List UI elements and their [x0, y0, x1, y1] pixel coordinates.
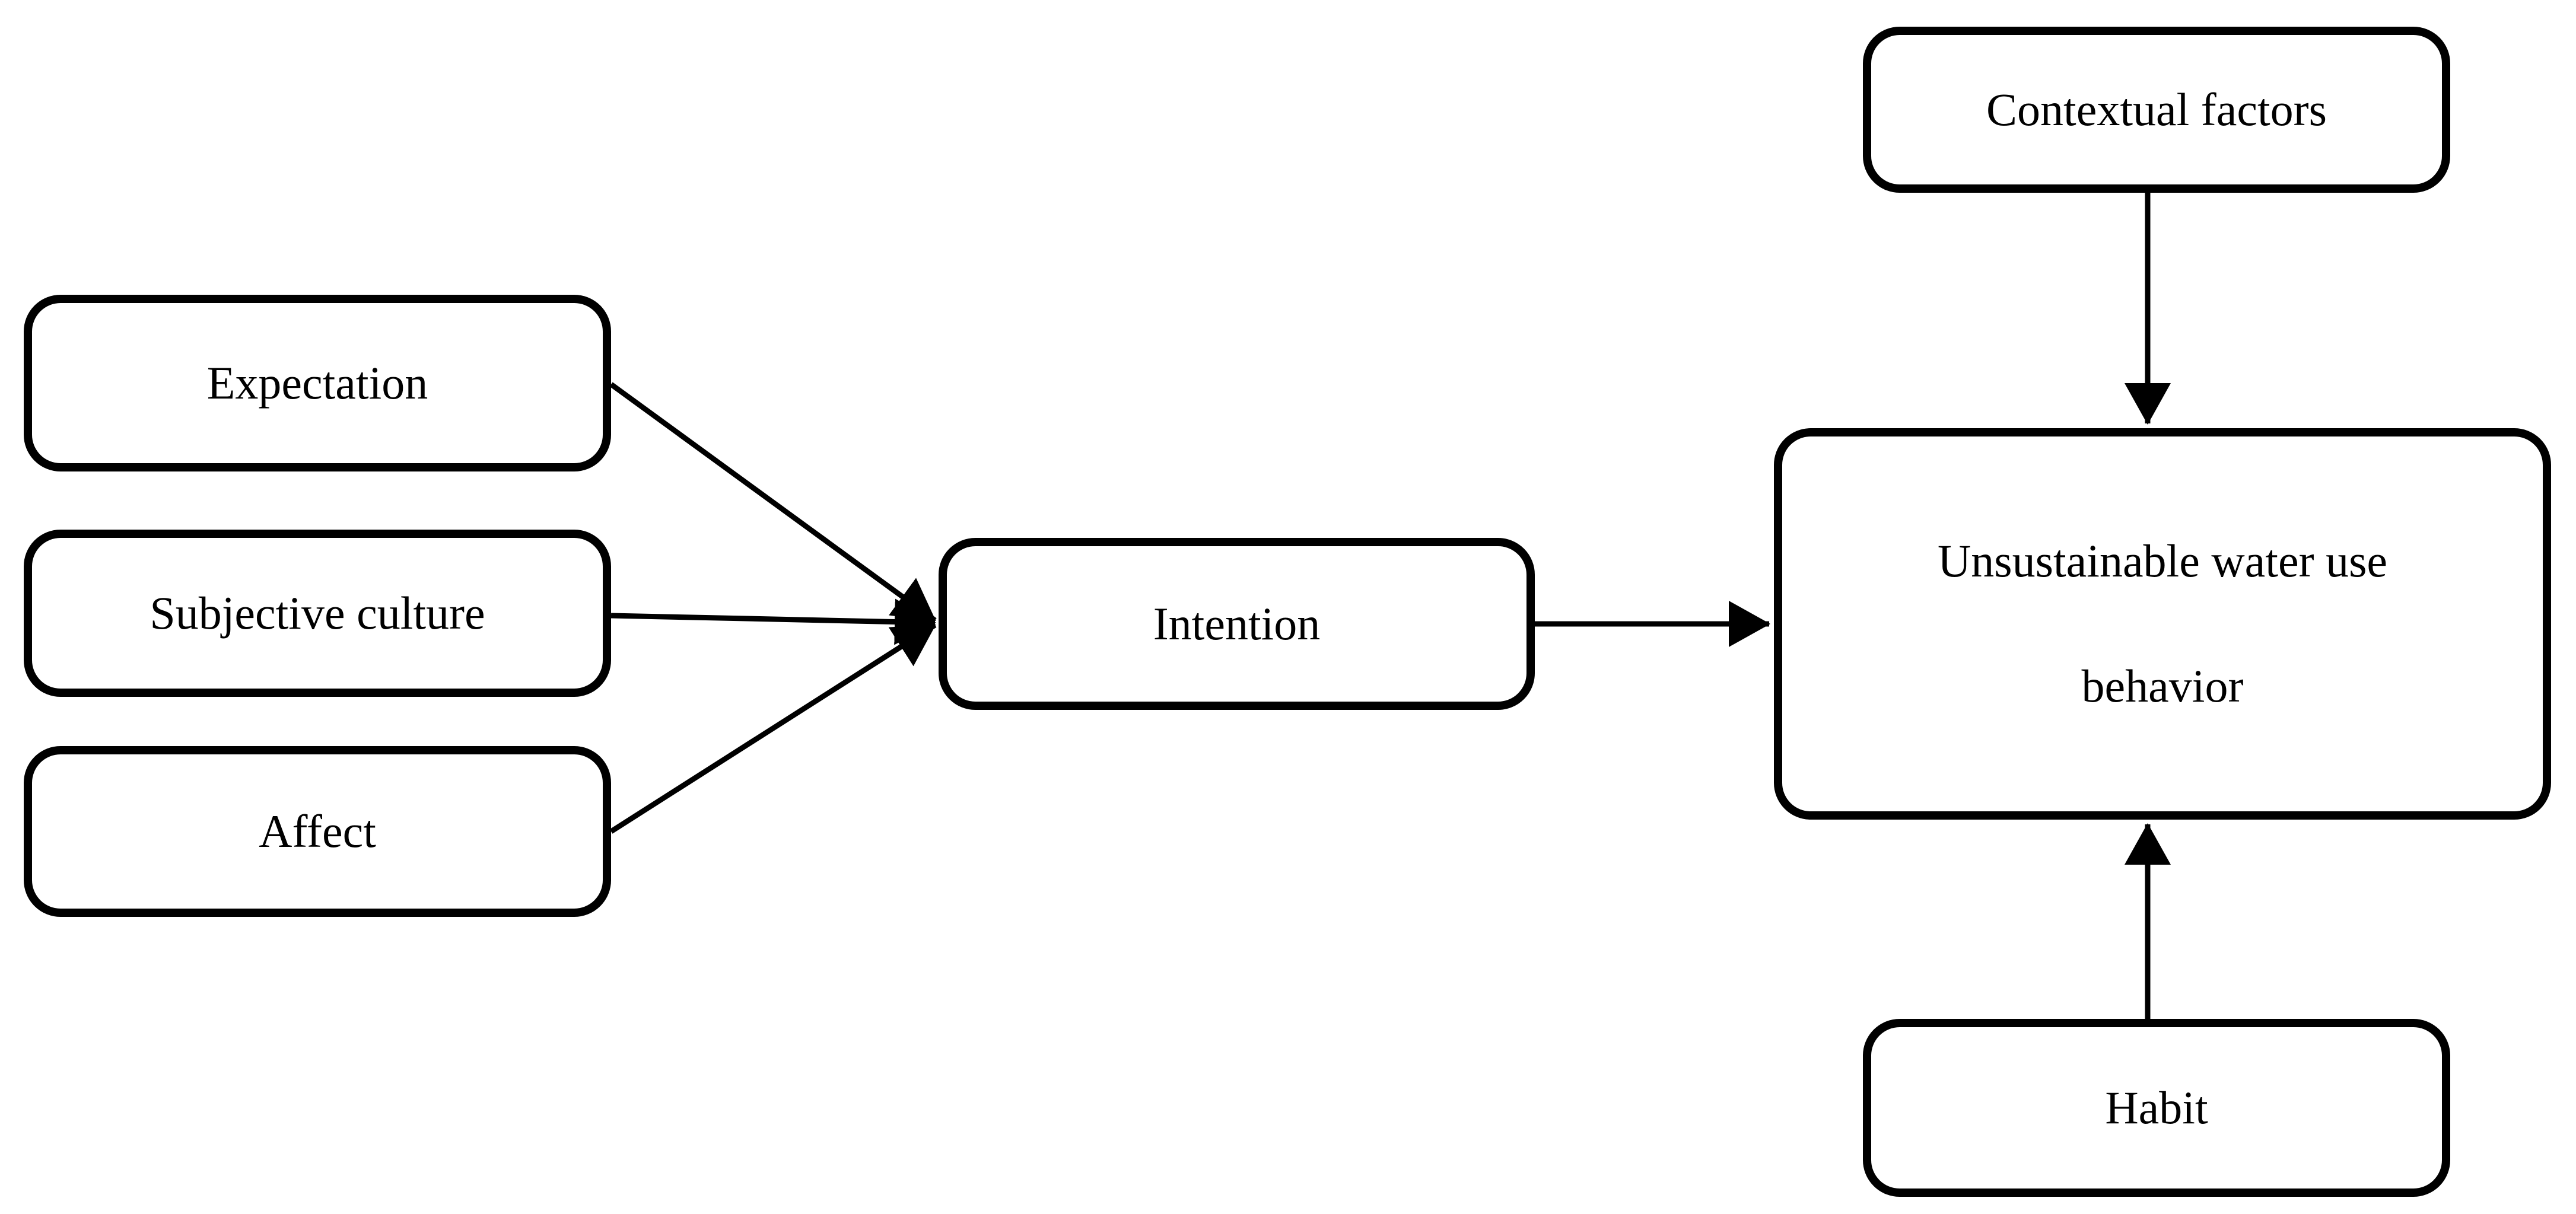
arrow-subjective-culture-to-intention	[610, 598, 936, 645]
arrow-affect-to-intention	[609, 623, 937, 834]
arrow-expectation-to-intention	[609, 382, 937, 623]
node-expectation: Expectation	[24, 295, 611, 471]
node-intention-label: Intention	[1153, 598, 1321, 650]
node-unsustainable-water-use-behavior: Unsustainable water use behavior	[1774, 428, 2551, 820]
node-subjective-culture-label: Subjective culture	[150, 587, 485, 639]
node-behavior-label: Unsustainable water use behavior	[1937, 535, 2388, 712]
node-expectation-label: Expectation	[206, 357, 428, 409]
node-contextual-factors-label: Contextual factors	[1986, 84, 2327, 136]
node-habit-label: Habit	[2105, 1082, 2208, 1134]
node-intention: Intention	[939, 538, 1535, 710]
node-affect-label: Affect	[259, 805, 376, 858]
node-subjective-culture: Subjective culture	[24, 530, 611, 697]
node-contextual-factors: Contextual factors	[1863, 27, 2450, 193]
node-habit: Habit	[1863, 1019, 2450, 1197]
node-affect: Affect	[24, 746, 611, 917]
